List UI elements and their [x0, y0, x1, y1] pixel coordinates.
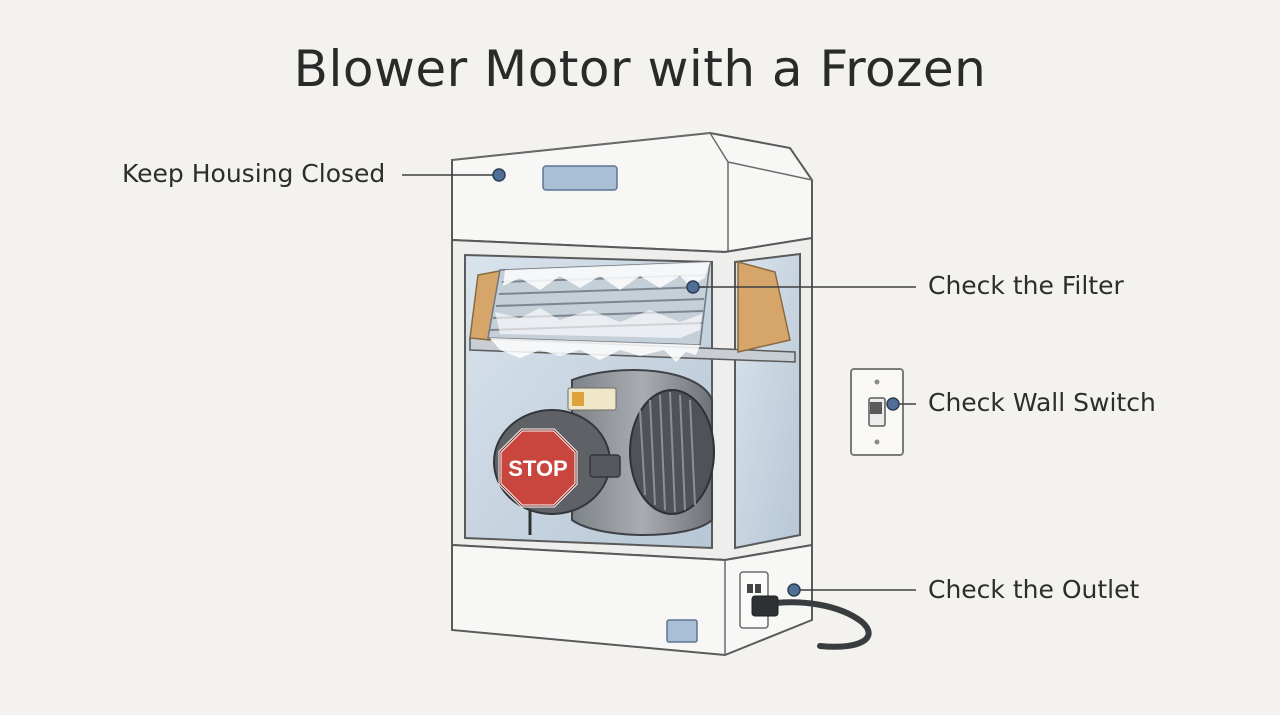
top-vent-window [542, 165, 618, 191]
motor-bracket [589, 454, 621, 478]
marker-outlet [787, 583, 801, 597]
marker-housing [492, 168, 506, 182]
stop-sign: STOP [498, 428, 578, 508]
power-cord [751, 595, 872, 650]
bottom-vent-window [666, 619, 698, 643]
marker-filter [686, 280, 700, 294]
diagram-title: Blower Motor with a Frozen [293, 40, 987, 98]
furnace-top-panel [451, 131, 813, 254]
callout-keep-housing-closed: Keep Housing Closed [122, 159, 386, 188]
callout-check-wall-switch: Check Wall Switch [928, 388, 1156, 417]
callout-check-filter: Check the Filter [928, 271, 1124, 300]
callout-lines [402, 174, 916, 591]
callout-check-outlet: Check the Outlet [928, 575, 1140, 604]
frozen-coil [469, 261, 791, 362]
wall-switch [850, 368, 904, 456]
marker-switch [886, 397, 900, 411]
stop-sign-text: STOP [508, 456, 568, 481]
